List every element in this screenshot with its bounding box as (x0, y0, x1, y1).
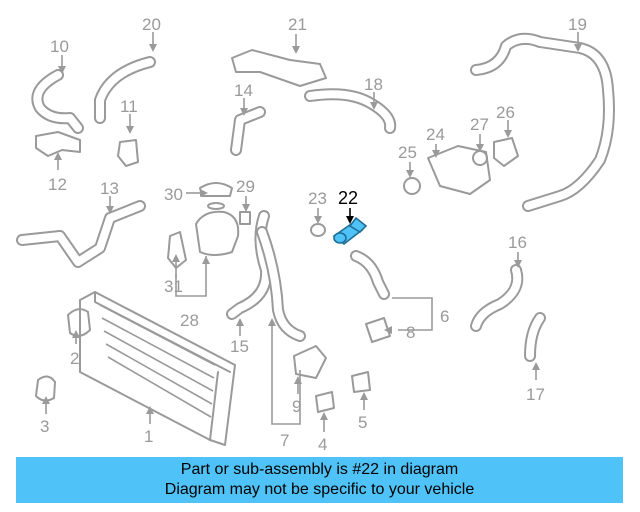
callout-24: 24 (426, 125, 445, 144)
callout-11: 11 (120, 97, 138, 116)
flange-part-8[interactable] (365, 317, 391, 343)
callout-10: 10 (50, 37, 69, 56)
callout-14: 14 (234, 81, 253, 100)
parts-diagram: 10 20 21 19 11 14 18 26 27 24 25 12 13 3… (16, 15, 615, 454)
callout-16: 16 (508, 233, 527, 252)
sensor-part-29[interactable] (239, 211, 251, 225)
hose-part-14[interactable] (230, 106, 266, 156)
callout-8: 8 (406, 323, 415, 342)
sensor-part-5[interactable] (351, 371, 371, 393)
hose-part-18[interactable] (304, 88, 397, 134)
callout-2: 2 (70, 349, 79, 368)
callout-5: 5 (358, 413, 367, 432)
tank-part-28[interactable] (195, 210, 240, 256)
callout-27: 27 (470, 115, 489, 134)
callout-25: 25 (398, 143, 417, 162)
callout-17: 17 (526, 385, 545, 404)
sensor-part-4[interactable] (315, 391, 335, 413)
info-banner: Part or sub-assembly is #22 in diagram D… (16, 457, 623, 503)
sensor-part-11[interactable] (117, 139, 139, 167)
hose-part-19[interactable] (470, 32, 615, 212)
hose-part-6[interactable] (350, 250, 390, 300)
callout-31: 31 (164, 277, 183, 296)
banner-line-disclaimer: Diagram may not be specific to your vehi… (164, 481, 475, 498)
callout-30: 30 (164, 185, 183, 204)
callout-26: 26 (496, 103, 515, 122)
callout-22: 22 (338, 188, 358, 208)
pipe-part-13[interactable] (16, 200, 146, 268)
hose-part-10[interactable] (31, 69, 84, 134)
cap-part-30[interactable] (199, 182, 233, 197)
callout-13: 13 (100, 179, 119, 198)
callout-7: 7 (280, 431, 289, 450)
banner-line-part-number: Part or sub-assembly is #22 in diagram (180, 461, 459, 478)
callout-21: 21 (288, 15, 307, 34)
oring-part-27[interactable] (472, 150, 488, 166)
gasket-part-25[interactable] (403, 177, 421, 195)
hose-part-7[interactable] (256, 226, 306, 342)
housing-part-24[interactable] (427, 145, 491, 195)
leader-lines (42, 32, 582, 432)
bracket-part-31[interactable] (167, 231, 187, 269)
highlighted-part-22[interactable] (332, 216, 368, 246)
callout-3: 3 (40, 417, 49, 436)
callout-15: 15 (230, 337, 249, 356)
radiator-part[interactable] (79, 291, 236, 446)
callout-12: 12 (48, 175, 67, 194)
callout-1: 1 (144, 427, 153, 446)
callout-9: 9 (292, 397, 301, 416)
hose-part-16[interactable] (470, 264, 524, 332)
pipe-part-21[interactable] (231, 49, 327, 87)
callout-20: 20 (142, 15, 161, 34)
callout-18: 18 (364, 75, 383, 94)
callout-6: 6 (440, 307, 449, 326)
adapter-part-9[interactable] (293, 345, 327, 379)
bracket-part-3[interactable] (35, 375, 56, 402)
pipe-part-12[interactable] (35, 131, 81, 157)
flange-part-26[interactable] (493, 137, 519, 167)
callout-23: 23 (308, 189, 327, 208)
plug-part-23[interactable] (310, 223, 326, 237)
callout-19: 19 (568, 15, 587, 34)
hose-part-20[interactable] (94, 56, 156, 124)
callout-28: 28 (180, 311, 199, 330)
callout-4: 4 (318, 435, 327, 454)
hose-part-17[interactable] (524, 312, 546, 362)
callout-29: 29 (236, 177, 255, 196)
